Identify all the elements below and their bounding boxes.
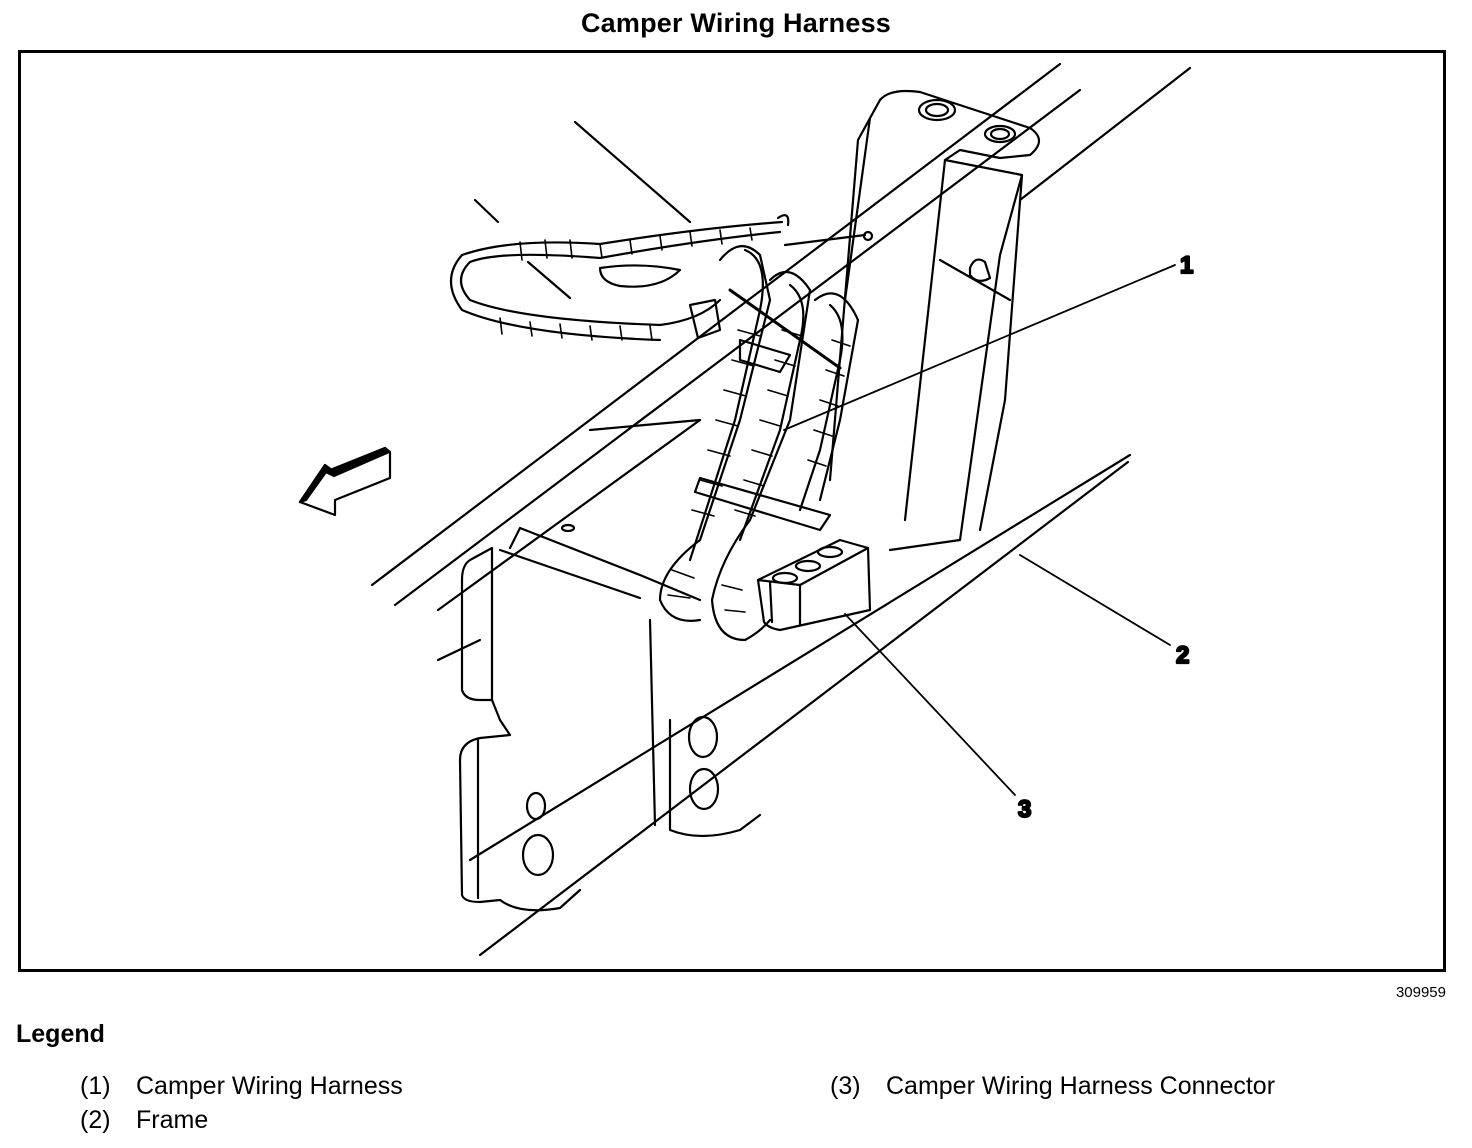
legend-item-number: (3): [830, 1072, 861, 1100]
illustration-frame: [18, 50, 1446, 972]
leader-line-2: [1019, 554, 1171, 646]
frame-rails: [370, 62, 1192, 957]
legend-item: (2) Frame: [80, 1106, 208, 1135]
callout-3: 3: [1018, 796, 1031, 823]
frame-bracket-upper: [828, 89, 1041, 552]
camper-wiring-harness-connector: [756, 538, 872, 632]
legend-item-number: (1): [80, 1072, 111, 1100]
camper-wiring-harness: [450, 214, 874, 642]
callout-1: 1: [1180, 252, 1193, 279]
legend-item-number: (2): [80, 1106, 111, 1134]
legend-item-label: Frame: [136, 1106, 209, 1134]
callout-leaders: [783, 264, 1176, 796]
legend-item: (1) Camper Wiring Harness: [80, 1072, 403, 1101]
diagram-title: Camper Wiring Harness: [580, 8, 892, 38]
front-of-vehicle-arrow-icon: [298, 446, 392, 517]
legend-item-label: Camper Wiring Harness: [136, 1072, 403, 1100]
legend-item: (3) Camper Wiring Harness Connector: [830, 1072, 1275, 1101]
leader-line-1: [783, 264, 1176, 431]
legend-item-label: Camper Wiring Harness Connector: [886, 1072, 1276, 1100]
callout-2: 2: [1176, 642, 1189, 669]
legend-title: Legend: [16, 1020, 105, 1048]
frame-bracket-lower: [458, 523, 762, 912]
figure-id: 309959: [1395, 984, 1446, 1001]
leader-line-3: [844, 613, 1016, 796]
